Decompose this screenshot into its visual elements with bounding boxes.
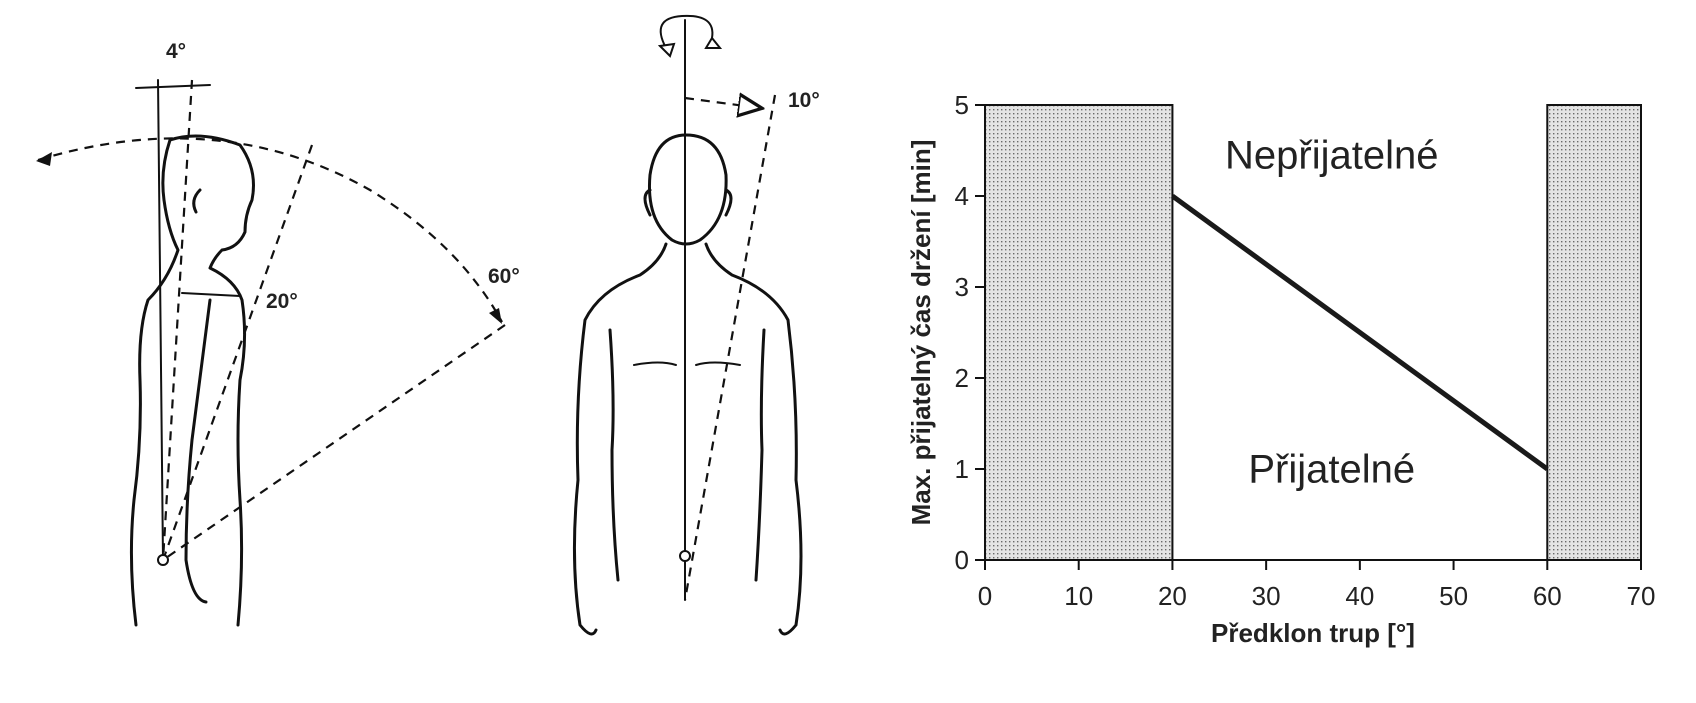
side-body-back-outline xyxy=(129,138,180,627)
front-ear-left xyxy=(643,188,652,217)
side-4deg-line xyxy=(161,79,194,561)
side-view-figure: 4° 20° 60° xyxy=(36,40,520,627)
side-vertical-reference xyxy=(157,79,164,561)
y-tick-label: 2 xyxy=(955,363,969,393)
front-10deg-line xyxy=(683,94,777,601)
front-inner-arm-right xyxy=(754,328,766,582)
y-tick-label: 1 xyxy=(955,454,969,484)
side-arm xyxy=(184,298,212,604)
holding-time-chart: 0 10 20 30 40 50 60 70 0 1 2 3 4 5 NepřijatelnéPřijat… xyxy=(906,90,1655,648)
side-60deg-line xyxy=(162,324,506,561)
x-tick-label: 50 xyxy=(1439,581,1468,611)
y-axis-title: Max. přijatelný čas držení [min] xyxy=(906,140,936,526)
side-shoulder-line xyxy=(181,292,241,297)
x-tick-label: 10 xyxy=(1064,581,1093,611)
chart-series xyxy=(1170,193,1549,472)
front-body-right xyxy=(704,242,803,636)
front-pivot-point xyxy=(679,550,691,562)
region-annotation-0: Nepřijatelné xyxy=(1225,134,1438,178)
front-10deg-arrow xyxy=(684,98,760,108)
x-tick-label: 70 xyxy=(1627,581,1656,611)
side-angle-60-label: 60° xyxy=(488,265,520,288)
front-angle-10-label: 10° xyxy=(788,89,820,112)
shaded-zone-1 xyxy=(1546,104,1643,561)
side-rotation-arc xyxy=(37,137,503,323)
x-tick-label: 30 xyxy=(1252,581,1281,611)
x-tick-label: 20 xyxy=(1158,581,1187,611)
chart-axes xyxy=(975,104,1642,570)
y-tick-label: 3 xyxy=(955,272,969,302)
shaded-zone-0 xyxy=(984,104,1174,561)
side-arc-left-arrow xyxy=(36,152,52,166)
region-annotation-1: Přijatelné xyxy=(1248,448,1415,492)
x-tick-label: 40 xyxy=(1345,581,1374,611)
front-ear-right xyxy=(724,188,733,217)
front-rotation-left-arrow xyxy=(657,42,676,58)
front-rotation-right-arrow xyxy=(704,36,723,49)
side-angle-20-label: 20° xyxy=(266,290,298,313)
limit-line-series-0 xyxy=(1170,193,1549,472)
front-rotation-arc xyxy=(659,14,714,49)
front-inner-arm-left xyxy=(608,328,620,582)
side-angle-4-label: 4° xyxy=(166,40,186,63)
y-tick-label: 4 xyxy=(955,181,969,211)
side-4deg-arrow xyxy=(135,84,211,89)
x-tick-label: 60 xyxy=(1533,581,1562,611)
front-head xyxy=(647,133,728,246)
front-view-figure: 10° xyxy=(572,14,820,636)
side-arc-right-arrow xyxy=(489,308,502,324)
y-tick-label: 0 xyxy=(955,545,969,575)
side-body-front-outline xyxy=(168,134,255,627)
shaded-zones xyxy=(984,104,1643,561)
side-pivot-point xyxy=(157,554,169,566)
x-axis-title: Předklon trup [°] xyxy=(1211,618,1415,648)
side-20deg-line xyxy=(161,144,314,561)
x-tick-label: 0 xyxy=(978,581,992,611)
chart-tick-labels: 0 10 20 30 40 50 60 70 0 1 2 3 4 5 xyxy=(955,90,1656,611)
front-body-left xyxy=(572,242,668,636)
y-tick-label: 5 xyxy=(955,90,969,120)
front-chest-lines xyxy=(633,361,741,366)
side-ear xyxy=(192,188,202,214)
